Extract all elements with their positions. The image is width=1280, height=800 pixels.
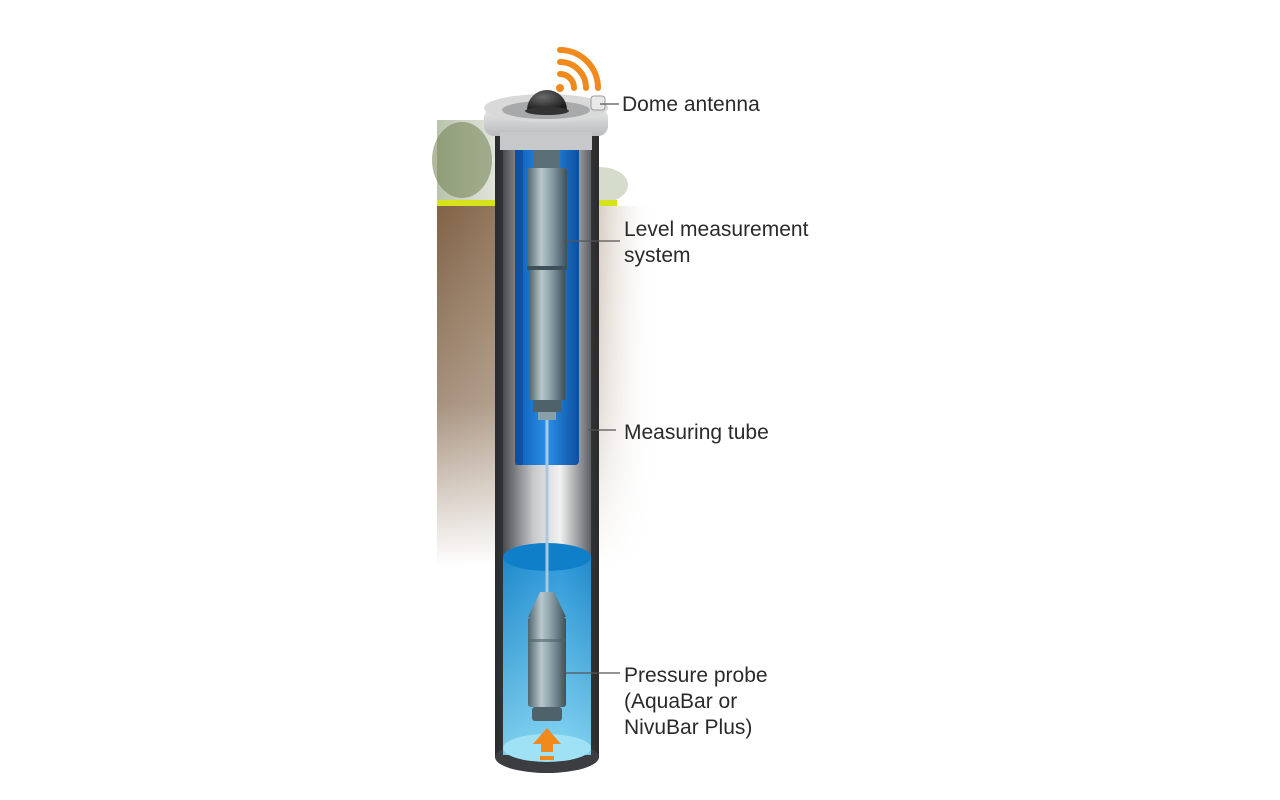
callout-text: Dome antenna [622,93,760,116]
callout-level-measurement-system: Level measurement system [624,217,808,269]
up-arrow-icon [533,728,561,760]
callout-text: Level measurement [624,218,809,241]
level-measurement-system [527,150,567,420]
callout-leaders [563,103,620,674]
callout-text: NivuBar Plus) [624,716,753,739]
pressure-probe [528,592,566,721]
callout-text: system [624,244,691,267]
callout-text: (AquaBar or [624,690,738,713]
dome-antenna [525,90,569,115]
callout-dome-antenna: Dome antenna [622,92,760,118]
callout-text: Measuring tube [624,421,769,444]
wireless-signal-icon [556,47,601,92]
callout-pressure-probe: Pressure probe (AquaBar or NivuBar Plus) [624,663,768,741]
callout-measuring-tube: Measuring tube [624,420,769,446]
callout-text: Pressure probe [624,664,768,687]
